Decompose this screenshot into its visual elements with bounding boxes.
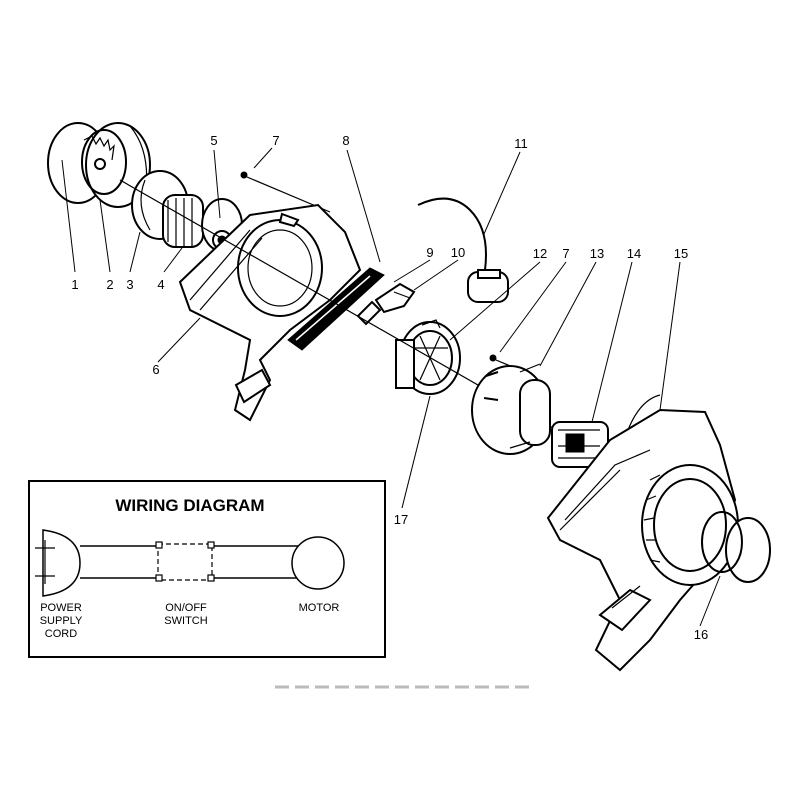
wiring-diagram: WIRING DIAGRAM POWER SUPPLY CORD ON/OFF … [28,480,386,658]
callout-8: 8 [342,133,349,148]
callout-2: 2 [106,277,113,292]
callout-1: 1 [71,277,78,292]
part-15-housing-right [546,394,739,672]
callout-16: 16 [694,627,708,642]
part-8-switch-strip [287,267,385,351]
callout-4: 4 [157,277,164,292]
callout-14: 14 [627,246,641,261]
callout-7-right: 7 [562,246,569,261]
callout-12: 12 [533,246,547,261]
switch-label-line-2: SWITCH [164,615,207,627]
callout-13: 13 [590,246,604,261]
wiring-diagram-title: WIRING DIAGRAM [115,496,264,515]
part-6-housing-left [178,203,362,422]
switch-label-line-1: ON/OFF [165,602,207,614]
part-11-power-cord [417,197,509,303]
callout-11: 11 [514,136,528,151]
callout-3: 3 [126,277,133,292]
part-13-motor-cover [471,363,551,455]
power-label-line-1: POWER [40,602,82,614]
power-label-line-3: CORD [45,628,77,640]
power-label-line-2: SUPPLY [40,615,83,627]
power-plug-symbol [42,529,81,597]
switch-symbol [157,543,213,581]
part-10-switch-button [374,282,416,314]
callout-9: 9 [426,245,433,260]
callout-17: 17 [394,512,408,527]
callout-5: 5 [210,133,217,148]
callout-6: 6 [152,362,159,377]
part-16-lens-right [701,511,771,583]
part-9-switch-clip [356,300,382,326]
motor-symbol [291,536,345,590]
part-4-lamp-socket [162,194,204,248]
callout-15: 15 [674,246,688,261]
callout-10: 10 [451,245,465,260]
callout-7-left: 7 [272,133,279,148]
callout-leader-lines [61,147,721,627]
part-2-bezel-ring [81,122,151,208]
callout-labels: 1 2 3 4 5 6 7 8 9 10 11 12 7 13 14 15 16… [71,133,708,642]
motor-label: MOTOR [299,602,340,614]
